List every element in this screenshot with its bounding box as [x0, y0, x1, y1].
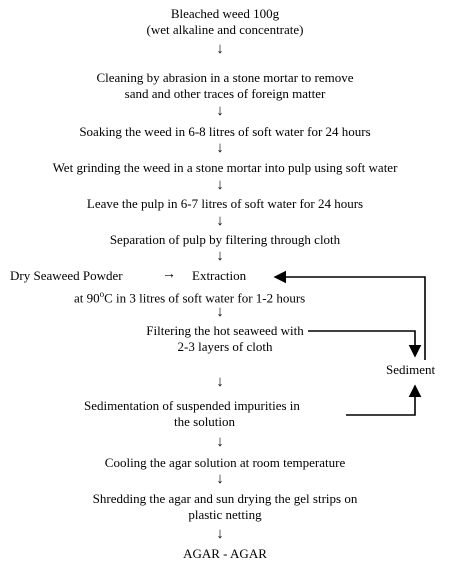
filter-to-sediment-line: [308, 330, 422, 358]
sedimentation-to-sediment-line: [346, 384, 422, 416]
step-shredding-line1: Shredding the agar and sun drying the ge…: [92, 491, 358, 506]
step-shredding: Shredding the agar and sun drying the ge…: [40, 491, 410, 523]
down-arrow-icon: ↓: [216, 434, 224, 450]
step-bleached-weed-line2: (wet alkaline and concentrate): [146, 22, 304, 37]
down-arrow-icon: ↓: [216, 140, 224, 156]
extraction-temp-post: C in 3 litres of soft water for 1-2 hour…: [104, 290, 306, 306]
step-wet-grinding: Wet grinding the weed in a stone mortar …: [52, 160, 398, 175]
step-sedimentation: Sedimentation of suspended impurities in…: [84, 398, 300, 430]
down-arrow-icon: ↓: [216, 374, 224, 390]
down-arrow-icon: ↓: [216, 304, 224, 320]
down-arrow-icon: ↓: [216, 248, 224, 264]
step-leave-pulp: Leave the pulp in 6-7 litres of soft wat…: [86, 196, 364, 211]
step-bleached-weed: Bleached weed 100g (wet alkaline and con…: [100, 6, 350, 38]
step-cleaning: Cleaning by abrasion in a stone mortar t…: [40, 70, 410, 102]
step-separation: Separation of pulp by filtering through …: [109, 232, 341, 247]
down-arrow-icon: ↓: [216, 213, 224, 229]
step-filtering-hot: Filtering the hot seaweed with 2-3 layer…: [100, 323, 350, 355]
extraction-temp-pre: at 90: [74, 290, 100, 306]
down-arrow-icon: ↓: [216, 471, 224, 487]
step-agar-agar: AGAR - AGAR: [183, 546, 267, 561]
down-arrow-icon: ↓: [216, 177, 224, 193]
down-arrow-icon: ↓: [216, 526, 224, 542]
step-extraction-conditions: at 90oC in 3 litres of soft water for 1-…: [74, 286, 305, 306]
dry-seaweed-powder-label: Dry Seaweed Powder: [10, 268, 123, 283]
step-soaking: Soaking the weed in 6-8 litres of soft w…: [79, 124, 371, 139]
step-bleached-weed-line1: Bleached weed 100g: [170, 6, 280, 21]
step-cooling: Cooling the agar solution at room temper…: [104, 455, 346, 470]
step-sedimentation-line1: Sedimentation of suspended impurities in: [84, 398, 300, 413]
right-arrow-icon: →: [162, 267, 176, 282]
sediment-to-extraction-line: [273, 270, 426, 360]
degree-sup: o: [99, 289, 105, 299]
step-cleaning-line1: Cleaning by abrasion in a stone mortar t…: [96, 70, 354, 85]
step-extraction: Extraction: [192, 268, 247, 283]
sediment-label: Sediment: [386, 362, 436, 377]
down-arrow-icon: ↓: [216, 103, 224, 119]
step-shredding-line2: plastic netting: [188, 507, 262, 522]
step-cleaning-line2: sand and other traces of foreign matter: [124, 86, 326, 101]
step-filtering-hot-line2: 2-3 layers of cloth: [177, 339, 273, 354]
step-filtering-hot-line1: Filtering the hot seaweed with: [146, 323, 304, 338]
step-sedimentation-line2: the solution: [174, 414, 236, 429]
down-arrow-icon: ↓: [216, 41, 224, 57]
